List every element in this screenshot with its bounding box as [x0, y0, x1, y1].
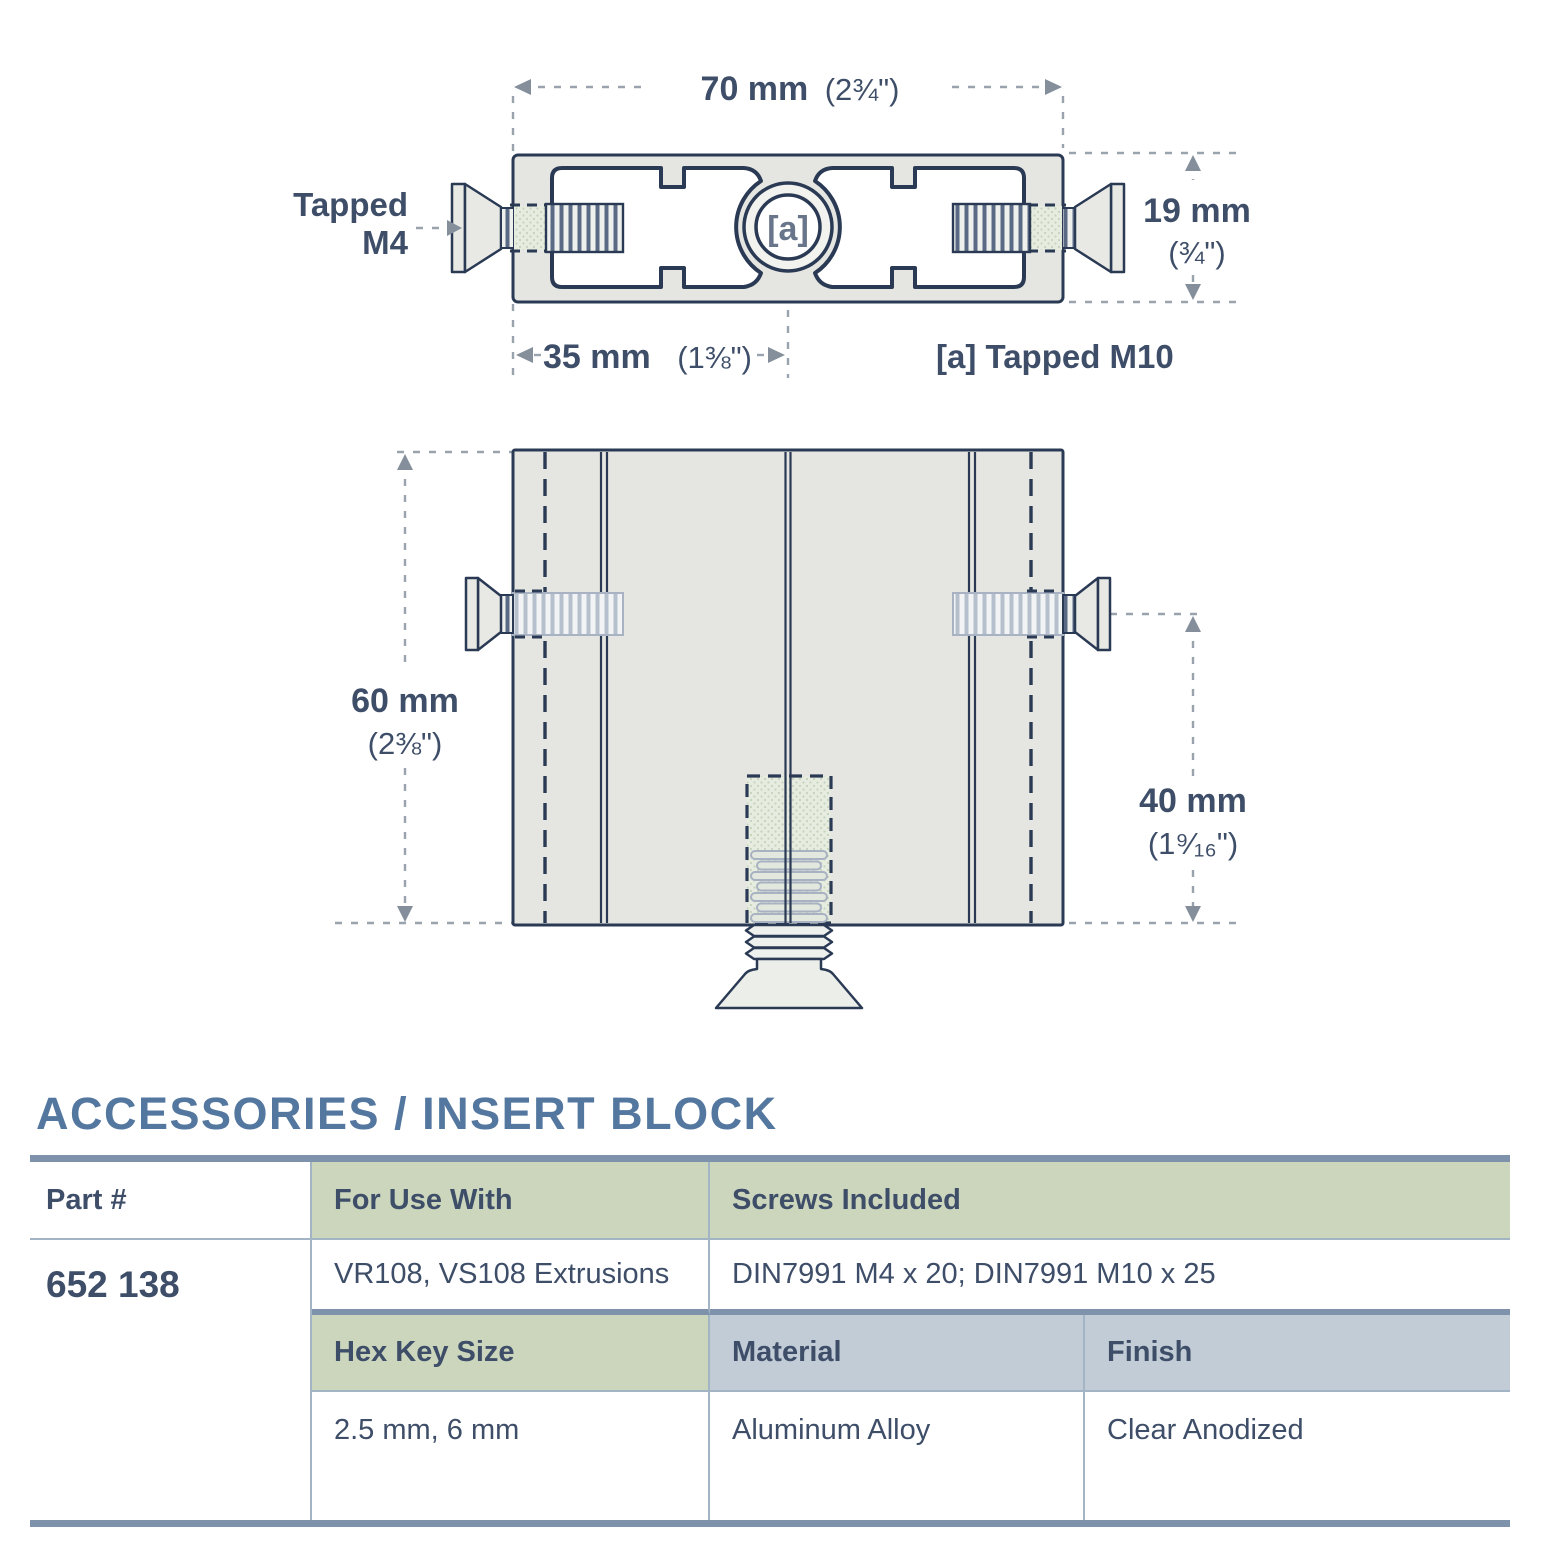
tapped-wall-zone	[514, 206, 545, 250]
bottom-screw-head	[714, 957, 864, 1010]
front-view-labels: 60 mm (2⅜") 40 mm (1⁹⁄₁₆")	[351, 682, 1247, 861]
front-height-dimension-value: 60 mm	[351, 682, 459, 720]
width-dimension-label: 70 mm (2¾")	[701, 70, 900, 108]
tapped-m4-label-line1: Tapped	[293, 186, 408, 223]
screw-depth-dimension-value: 40 mm	[1139, 782, 1247, 820]
front-height-dimension-inches: (2⅜")	[368, 726, 443, 761]
tapped-m4-pointer-arrow	[447, 220, 462, 236]
screw-thread-hidden	[952, 592, 1064, 636]
tapped-wall-zone	[1031, 206, 1062, 250]
top-view-labels: 70 mm (2¾") 19 mm (¾") Tapped M4 35 mm (…	[293, 70, 1251, 376]
column-header-part-number: Part #	[30, 1162, 312, 1240]
screw-head-cone	[1073, 576, 1100, 652]
center-tapped-boss: [a]	[742, 181, 834, 273]
right-screw-top-view	[951, 182, 1126, 274]
exposed-thread-ridges	[744, 923, 834, 961]
right-cavity	[813, 166, 1026, 289]
screw-thread-minor	[1061, 207, 1076, 249]
column-header-material: Material	[710, 1315, 1085, 1392]
screw-head-cone	[463, 182, 503, 274]
bottom-screw	[714, 452, 864, 1010]
engaged-thread-ribs	[750, 850, 828, 923]
screw-thread-hidden	[512, 592, 624, 636]
front-view: 60 mm (2⅜") 40 mm (1⁹⁄₁₆")	[335, 448, 1247, 1010]
finish-value: Clear Anodized	[1085, 1392, 1510, 1520]
front-view-dimension-lines	[335, 450, 1242, 925]
tapped-m10-note: [a] Tapped M10	[936, 338, 1174, 375]
left-screw-front-view	[464, 576, 624, 652]
part-number-value: 652 138	[30, 1240, 312, 1520]
left-screw-top-view	[450, 182, 625, 274]
screw-head-face	[1109, 182, 1126, 274]
screws-included-value: DIN7991 M4 x 20; DIN7991 M10 x 25	[710, 1240, 1510, 1315]
center-hole-label: [a]	[767, 210, 809, 248]
offset-dimension-label: 35 mm (1⅜")	[543, 338, 752, 376]
column-header-finish: Finish	[1085, 1315, 1510, 1392]
column-header-for-use-with: For Use With	[312, 1162, 710, 1240]
left-cavity	[550, 166, 763, 289]
screw-head-face	[1096, 576, 1112, 652]
height-dimension-inches: (¾")	[1168, 235, 1226, 270]
top-view-dimension-lines	[511, 79, 1238, 378]
top-view: [a] 70 mm (2¾") 19	[293, 70, 1251, 378]
screw-head-face	[464, 576, 480, 652]
tapped-m4-label-line2: M4	[362, 224, 408, 261]
page-title: ACCESSORIES / INSERT BLOCK	[36, 1088, 778, 1139]
spec-table: Part # 652 138 For Use With Screws Inclu…	[30, 1155, 1510, 1527]
for-use-with-value: VR108, VS108 Extrusions	[312, 1240, 710, 1315]
height-dimension-value: 19 mm	[1143, 192, 1251, 230]
screw-thread-minor	[500, 594, 514, 634]
column-header-screws-included: Screws Included	[710, 1162, 1510, 1240]
screw-depth-dimension-inches: (1⁹⁄₁₆")	[1148, 826, 1238, 861]
screw-thread-minor	[1062, 594, 1076, 634]
hex-key-size-value: 2.5 mm, 6 mm	[312, 1392, 710, 1520]
right-screw-front-view	[952, 576, 1112, 652]
screw-thread-major	[951, 202, 1032, 254]
screw-head-cone	[476, 576, 503, 652]
technical-drawing: [a] 70 mm (2¾") 19	[293, 70, 1251, 1010]
column-header-hex-key-size: Hex Key Size	[312, 1315, 710, 1392]
screw-thread-major	[544, 202, 625, 254]
screw-thread-minor	[500, 207, 515, 249]
screw-head-cone	[1073, 182, 1113, 274]
material-value: Aluminum Alloy	[710, 1392, 1085, 1520]
